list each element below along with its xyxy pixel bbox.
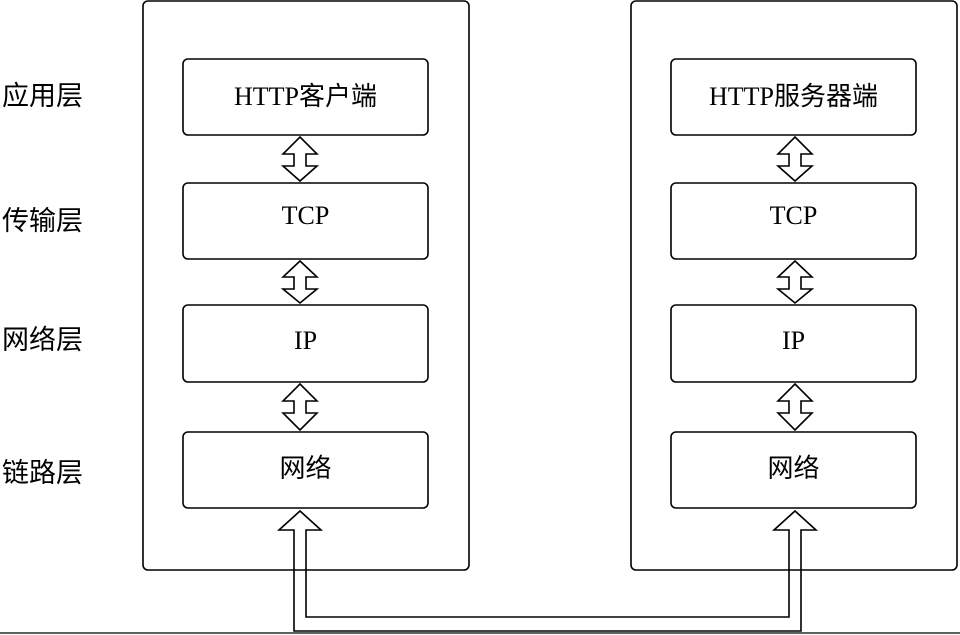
client-application-text: HTTP客户端 [233, 82, 377, 111]
layer-label-network: 网络层 [2, 325, 83, 356]
layer-label-application: 应用层 [2, 81, 83, 112]
client-transport-network-arrow-icon [280, 259, 320, 305]
client-app-transport-arrow-icon [280, 135, 320, 183]
server-application-box [670, 58, 917, 136]
server-link-box [670, 431, 917, 509]
server-transport-box [670, 182, 917, 260]
server-network-text: IP [781, 326, 806, 355]
server-network-link-arrow-icon [776, 382, 814, 432]
server-host-frame [630, 0, 958, 571]
client-link-box [182, 431, 429, 509]
client-transport-box [182, 182, 429, 260]
server-transport-text: TCP [769, 201, 818, 230]
server-application-text: HTTP服务器端 [708, 82, 878, 111]
server-transport-network-arrow-icon [775, 259, 815, 305]
physical-link-channel-icon [276, 509, 819, 632]
client-transport-text: TCP [281, 201, 330, 230]
client-link-text: 网络 [279, 454, 332, 483]
client-network-link-arrow-icon [281, 382, 319, 432]
client-network-text: IP [293, 326, 318, 355]
layer-label-transport: 传输层 [2, 206, 83, 237]
server-network-box [670, 304, 917, 383]
layer-label-link: 链路层 [2, 458, 83, 489]
server-link-text: 网络 [767, 454, 820, 483]
client-application-box [182, 58, 429, 136]
server-app-transport-arrow-icon [775, 135, 815, 183]
client-network-box [182, 304, 429, 383]
